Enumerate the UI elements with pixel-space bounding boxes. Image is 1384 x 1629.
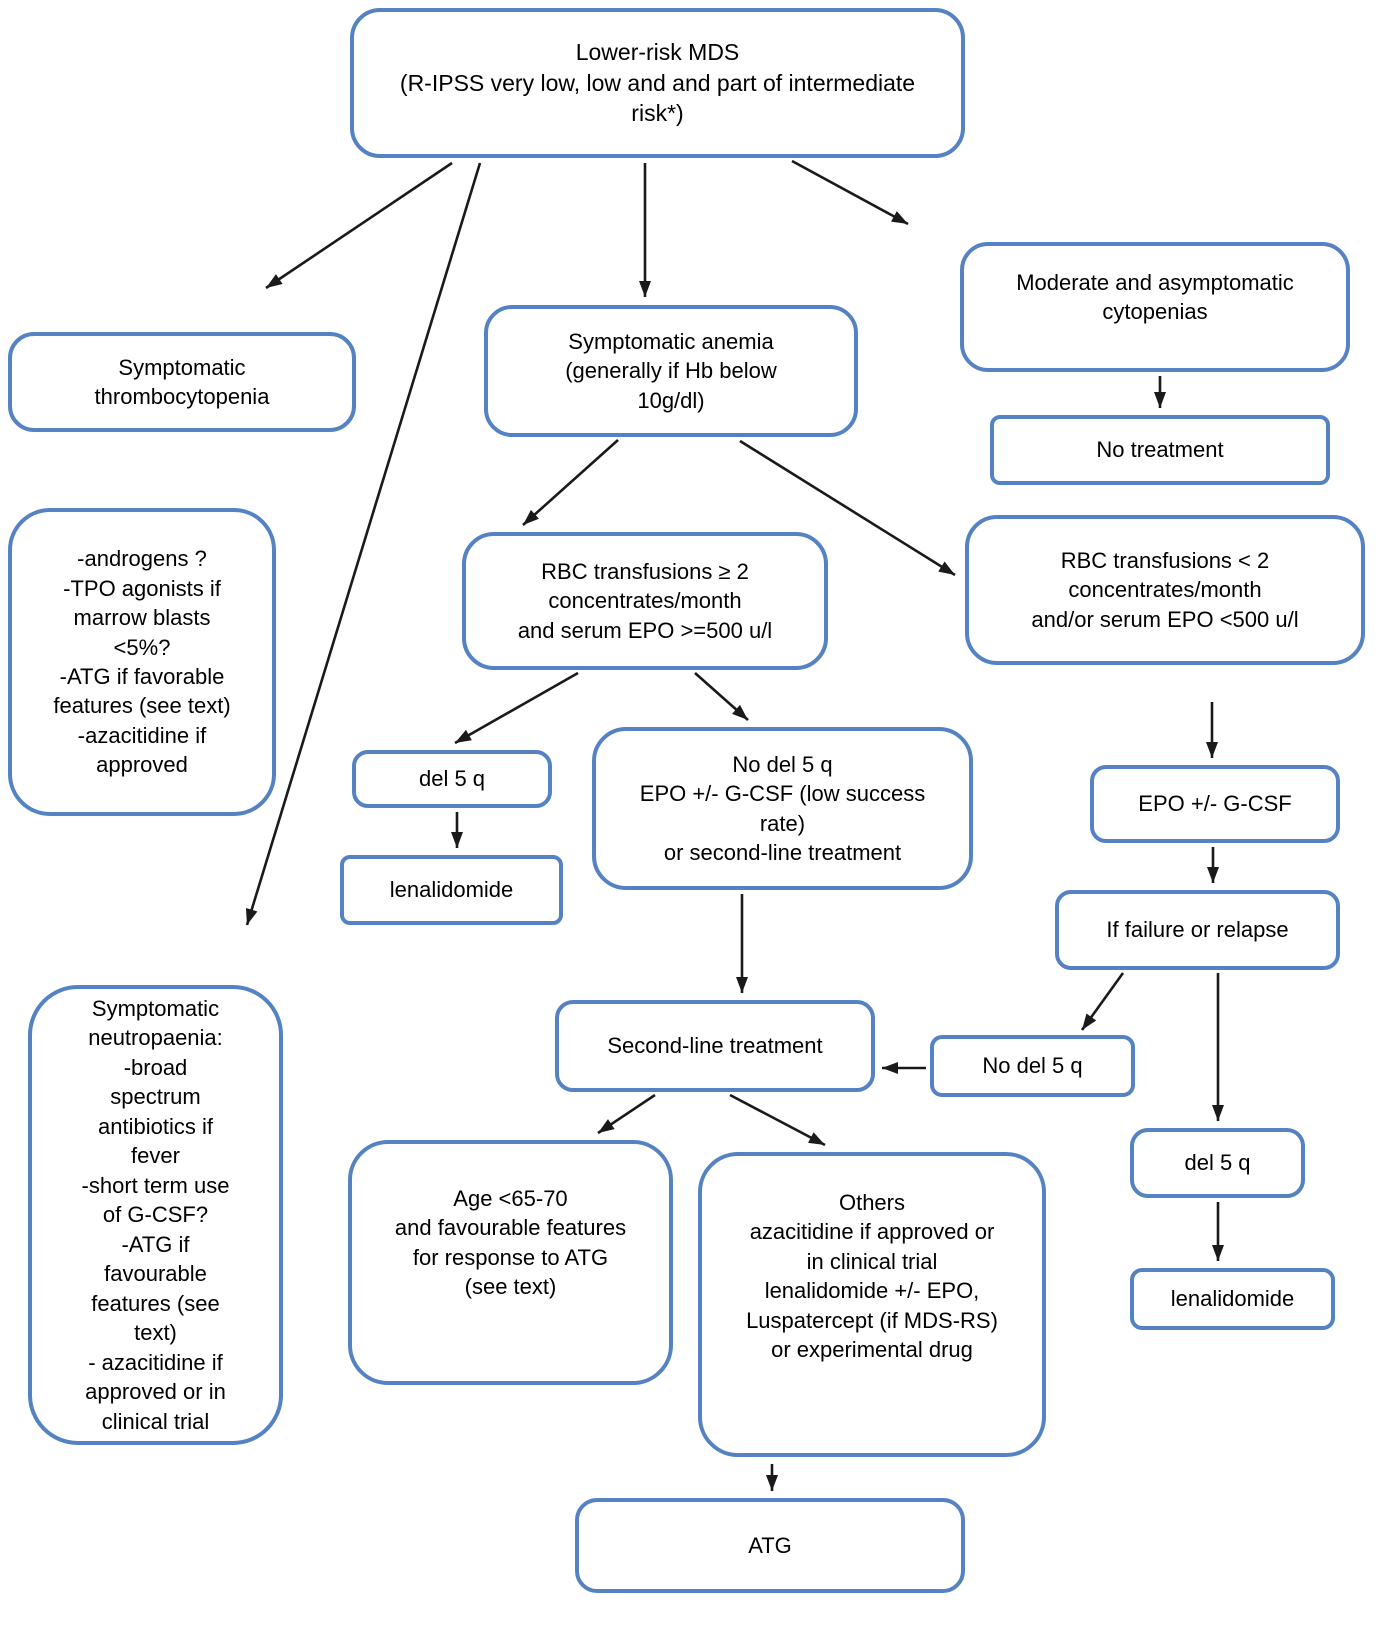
node-symptomatic-thrombocytopenia: Symptomatic thrombocytopenia [8,332,356,432]
arrow-second-line-to-others [729,1093,826,1147]
node-symptomatic-neutropaenia: Symptomatic neutropaenia: -broad spectru… [28,985,283,1445]
node-no-del5q-epo-gcsf: No del 5 q EPO +/- G-CSF (low success ra… [592,727,973,890]
node-atg: ATG [575,1498,965,1593]
node-symptomatic-anemia: Symptomatic anemia (generally if Hb belo… [484,305,858,437]
node-no-del5q: No del 5 q [930,1035,1135,1097]
node-moderate-asymptomatic-cytopenias: Moderate and asymptomatic cytopenias [960,242,1350,372]
node-thrombocytopenia-treatments: -androgens ? -TPO agonists if marrow bla… [8,508,276,816]
node-others-treatments: Others azacitidine if approved or in cli… [698,1152,1046,1457]
node-lower-risk-mds: Lower-risk MDS (R-IPSS very low, low and… [350,8,965,158]
arrow-if-failure-to-nodel5q [1080,972,1125,1031]
node-rbc-transfusions-ge2: RBC transfusions ≥ 2 concentrates/month … [462,532,828,670]
node-rbc-transfusions-lt2: RBC transfusions < 2 concentrates/month … [965,515,1365,665]
node-lenalidomide-left: lenalidomide [340,855,563,925]
node-del5q-right: del 5 q [1130,1128,1305,1198]
node-if-failure-or-relapse: If failure or relapse [1055,890,1340,970]
arrow-rbc-ge2-to-del5q-left [454,671,579,745]
node-second-line-treatment: Second-line treatment [555,1000,875,1092]
arrow-anemia-to-rbc-ge2 [522,439,619,526]
node-epo-gcsf: EPO +/- G-CSF [1090,765,1340,843]
arrow-rbc-ge2-to-nodel5q-epo [694,672,749,721]
arrow-top-to-neutro [245,162,482,926]
arrow-anemia-to-rbc-lt2 [739,439,956,577]
arrow-top-to-thrombo [265,161,453,290]
arrow-second-line-to-age [597,1093,656,1135]
node-del5q-left: del 5 q [352,750,552,808]
node-age-favourable-features: Age <65-70 and favourable features for r… [348,1140,673,1385]
node-lenalidomide-right: lenalidomide [1130,1268,1335,1330]
arrow-top-to-moderate [791,159,909,226]
node-no-treatment: No treatment [990,415,1330,485]
